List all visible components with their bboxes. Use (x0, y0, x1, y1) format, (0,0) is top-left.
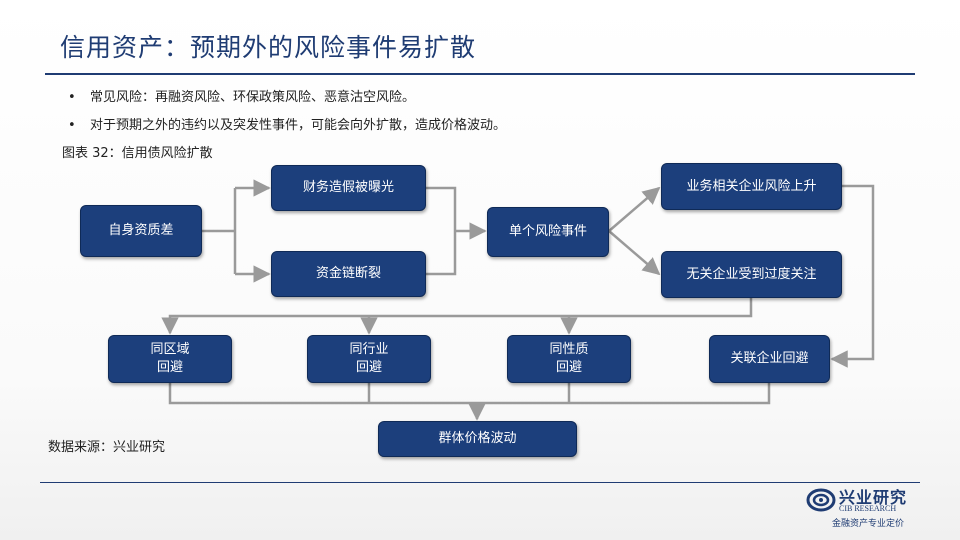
connector-arrow (426, 186, 457, 276)
bullet-marker: • (68, 90, 76, 105)
node-group-price-volatility: 群体价格波动 (378, 421, 577, 457)
cib-research-logo: 兴业研究 CIB RESEARCH 金融资产专业定价 (806, 482, 946, 532)
node-same-industry-avoid: 同行业 回避 (307, 335, 431, 383)
connector-arrow (168, 383, 771, 405)
node-self-quality: 自身资质差 (80, 205, 202, 257)
bullet-item: • 对于预期之外的违约以及突发性事件，可能会向外扩散，造成价格波动。 (68, 114, 506, 133)
connector-arrow (608, 230, 661, 276)
logo-english: CIB RESEARCH (839, 504, 897, 513)
node-unrelated-attention: 无关企业受到过度关注 (661, 251, 842, 298)
title-divider (45, 73, 915, 75)
node-funding-break: 资金链断裂 (271, 251, 426, 297)
node-same-region-avoid: 同区域 回避 (108, 335, 232, 383)
logo-name: 兴业研究 (839, 488, 908, 507)
connector-arrow (608, 186, 661, 232)
logo-tagline: 金融资产专业定价 (832, 519, 905, 529)
node-fraud-exposed: 财务造假被曝光 (271, 165, 426, 211)
footer-divider (40, 482, 920, 483)
node-same-nature-avoid: 同性质 回避 (507, 335, 631, 383)
connector-arrow (161, 298, 753, 335)
figure-caption: 图表 32：信用债风险扩散 (62, 146, 213, 161)
node-related-risk-rise: 业务相关企业风险上升 (661, 163, 842, 210)
cib-swirl-icon (806, 488, 836, 512)
bullet-item: • 常见风险：再融资风险、环保政策风险、恶意沽空风险。 (68, 86, 415, 105)
data-source-note: 数据来源：兴业研究 (48, 440, 166, 455)
node-related-firm-avoid: 关联企业回避 (709, 335, 830, 383)
bullet-marker: • (68, 118, 76, 133)
bullet-text: 对于预期之外的违约以及突发性事件，可能会向外扩散，造成价格波动。 (90, 118, 507, 133)
page-title: 信用资产：预期外的风险事件易扩散 (60, 33, 477, 62)
bullet-text: 常见风险：再融资风险、环保政策风险、恶意沽空风险。 (90, 90, 416, 105)
connector-arrow (830, 184, 875, 368)
node-single-risk-event: 单个风险事件 (487, 207, 609, 257)
